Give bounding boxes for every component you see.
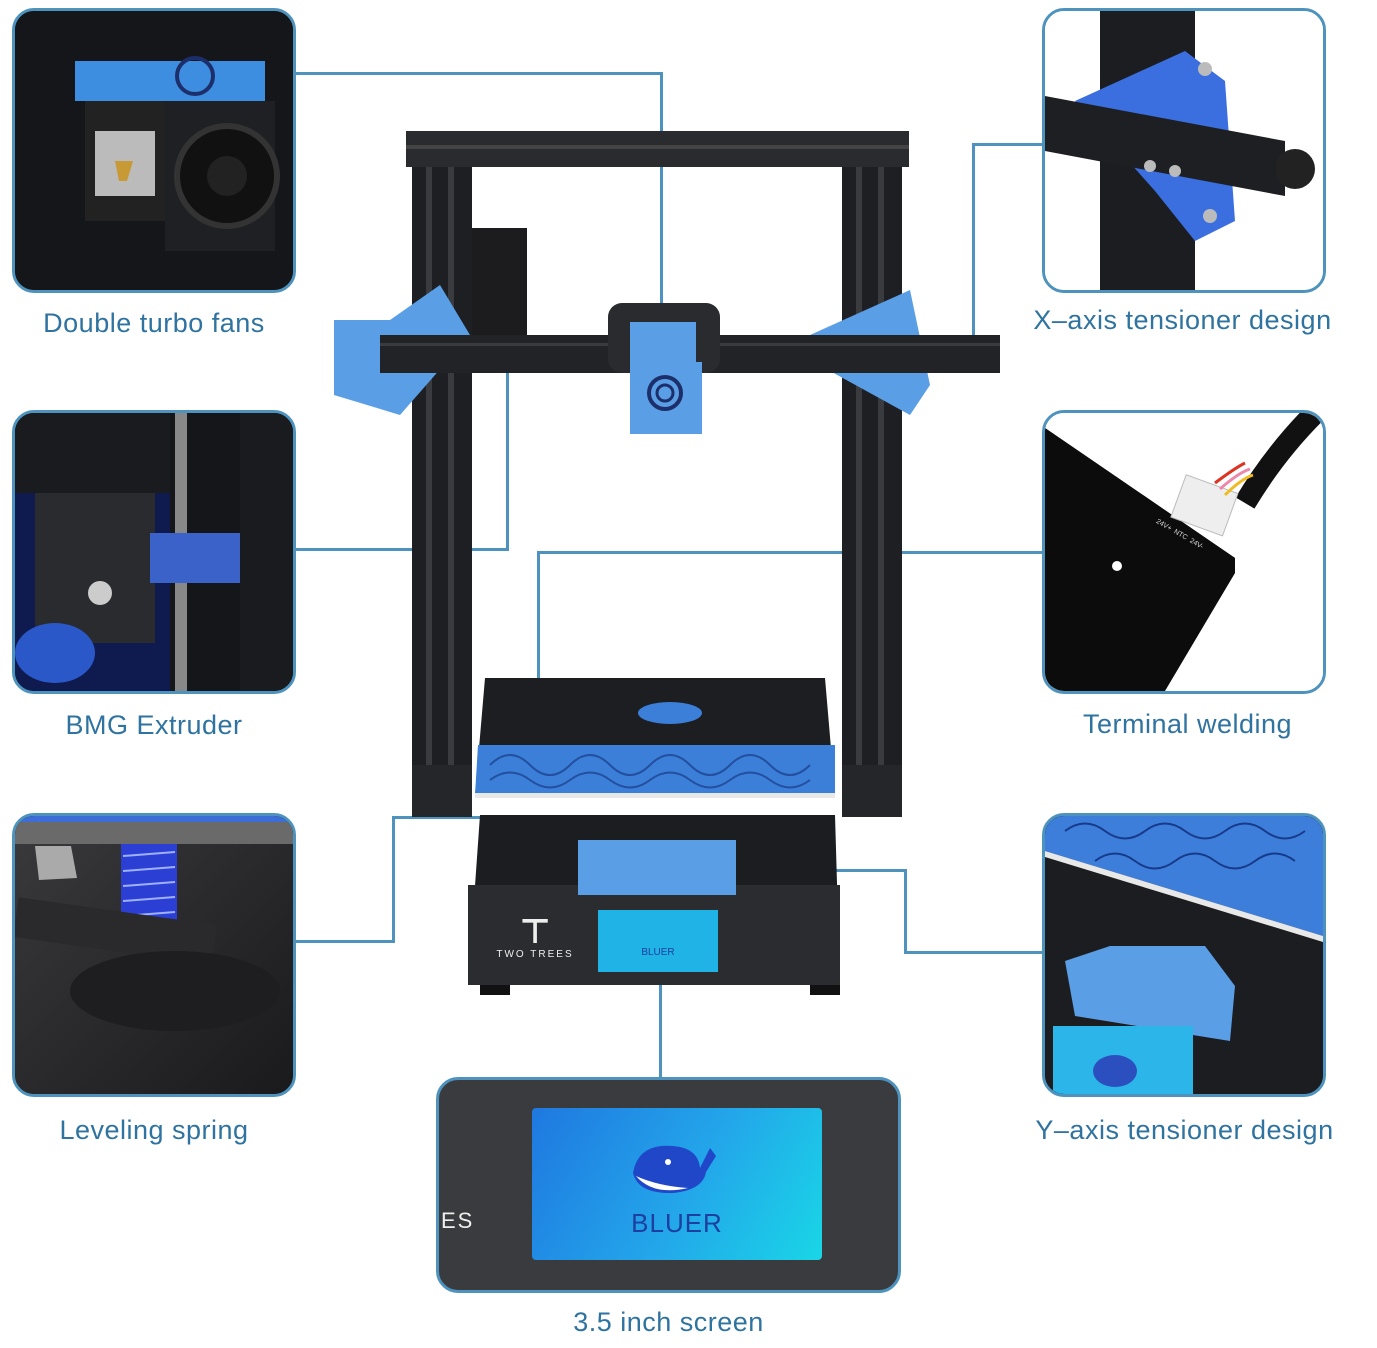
panel-leveling-spring (12, 813, 296, 1097)
panel-double-turbo-fans (12, 8, 296, 293)
screen-model-name: BLUER (631, 1208, 723, 1238)
connector-spring-h1 (392, 816, 517, 819)
panel-screen: ES BLUER (436, 1077, 901, 1293)
label-leveling-spring: Leveling spring (59, 1115, 249, 1145)
label-screen: 3.5 inch screen (573, 1307, 764, 1337)
lcd-display: BLUER (532, 1108, 822, 1260)
panel-y-axis-tensioner (1042, 813, 1326, 1097)
brand-name: TWO TREES (496, 949, 574, 960)
connector-bmg-h (296, 548, 508, 551)
connector-spring-h2 (296, 940, 395, 943)
connector-terminal-v (537, 551, 540, 679)
label-y-axis-tensioner: Y–axis tensioner design (1035, 1115, 1334, 1145)
label-terminal-welding: Terminal welding (1082, 709, 1293, 739)
connector-terminal-h (537, 551, 1043, 554)
connector-fans-v (660, 72, 663, 327)
connector-xaxis-h (972, 143, 1044, 146)
label-x-axis-tensioner: X–axis tensioner design (1033, 305, 1332, 335)
base-screen-text: BLUER (641, 947, 675, 958)
connector-spring-v (392, 816, 395, 942)
tt-logo-icon: ⊤ (519, 913, 551, 951)
brand-logo: ⊤ TWO TREES (480, 915, 590, 960)
label-bmg-extruder: BMG Extruder (65, 710, 243, 740)
connector-fans-h (296, 72, 662, 75)
whale-logo-icon (628, 1138, 718, 1198)
connector-yaxis-h2 (904, 951, 1044, 954)
screen-brand-partial: ES (441, 1208, 475, 1233)
panel-x-axis-tensioner (1042, 8, 1326, 293)
panel-bmg-extruder (12, 410, 296, 694)
panel-terminal-welding: 24V+ NTC 24V- (1042, 410, 1326, 694)
connector-yaxis-v (904, 869, 907, 953)
label-double-turbo-fans: Double turbo fans (43, 308, 265, 338)
connector-bmg-v (506, 268, 509, 551)
connector-screen-v (659, 968, 662, 1080)
connector-xaxis-v (972, 143, 975, 343)
printer-illustration: ⊤ TWO TREES BLUER (330, 125, 1020, 1010)
